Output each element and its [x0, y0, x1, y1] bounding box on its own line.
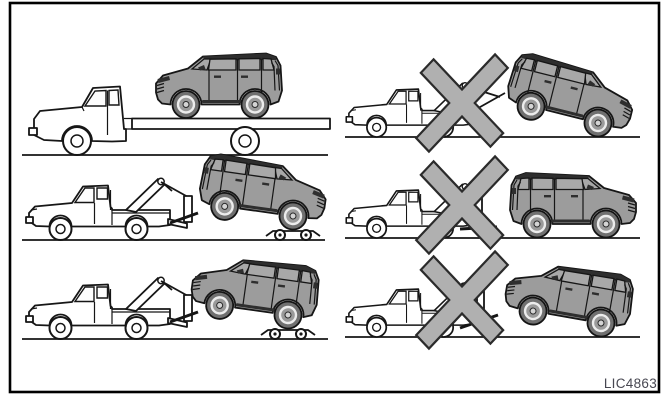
towing-dolly — [260, 328, 316, 340]
panel-flatbed-towing-correct — [22, 52, 331, 156]
tow-truck — [25, 177, 188, 241]
lift-bar — [169, 211, 199, 225]
tow-truck — [25, 276, 188, 340]
figure-code: LIC4863 — [604, 376, 657, 391]
panel-rear-lift-no-dolly-prohibited — [345, 23, 641, 183]
lift-post — [183, 294, 193, 322]
panel-flat-towing-prohibited — [345, 125, 640, 285]
suv — [500, 49, 641, 145]
panel-front-lift-rear-dolly-correct — [22, 249, 328, 340]
suv — [499, 254, 638, 343]
tow-cable — [160, 181, 189, 198]
towing-dolly — [265, 229, 321, 241]
suv — [508, 171, 638, 239]
panel-rear-lift-front-dolly-correct — [22, 150, 332, 241]
suv — [186, 249, 324, 334]
tow-cable — [160, 280, 189, 297]
suv — [154, 52, 284, 120]
lift-bar — [169, 310, 199, 324]
figure-border — [8, 1, 661, 394]
lift-post — [183, 195, 193, 223]
suv — [194, 150, 332, 235]
panel-front-lift-no-dolly-prohibited — [345, 220, 640, 380]
